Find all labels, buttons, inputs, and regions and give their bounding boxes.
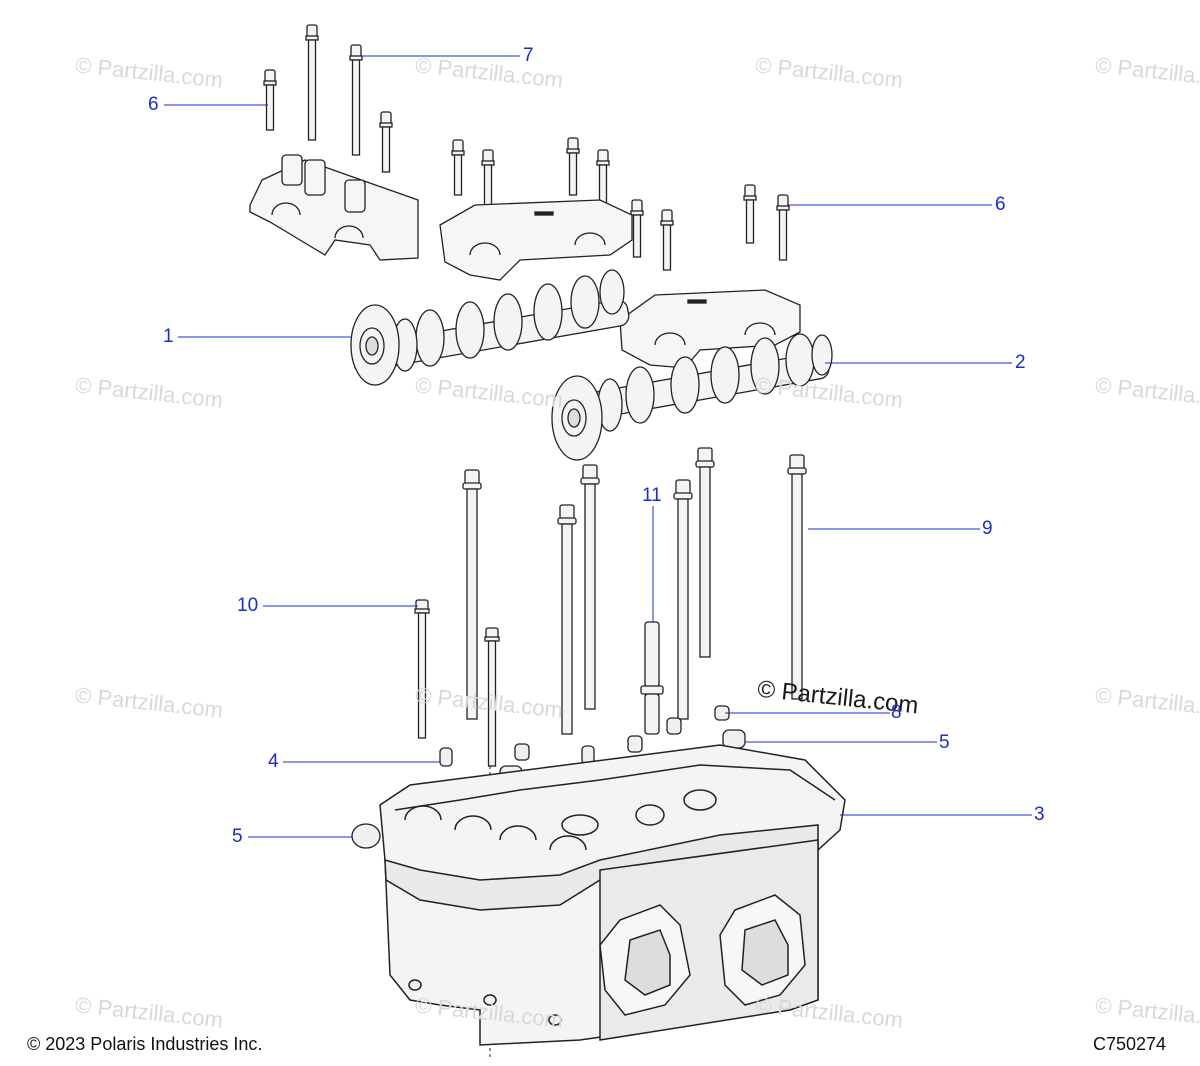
head-bolt [557, 504, 577, 735]
head-bolt [787, 454, 807, 700]
bolt [630, 199, 644, 258]
bolt [566, 137, 580, 196]
head-bolt [695, 447, 715, 658]
bolt [305, 24, 319, 141]
callout-label[interactable]: 11 [642, 485, 662, 506]
bolt [776, 194, 790, 261]
callout-label[interactable]: 6 [995, 194, 1006, 215]
dowels-and-seals [351, 705, 746, 849]
callout-label[interactable]: 6 [148, 94, 159, 115]
callout-label[interactable]: 5 [939, 732, 950, 753]
bolt [596, 149, 610, 211]
leader-lines [164, 55, 1032, 838]
cam-cap-middle [439, 199, 633, 281]
head-bolts [414, 447, 807, 767]
head-bolt [580, 464, 600, 710]
oil-fitting [640, 621, 664, 735]
cam-cap-left [249, 154, 419, 261]
callout-label[interactable]: 7 [523, 45, 534, 66]
bolt [379, 111, 393, 173]
bolt [660, 209, 674, 271]
callout-label[interactable]: 2 [1015, 352, 1026, 373]
callout-label[interactable]: 3 [1034, 804, 1045, 825]
bolt [349, 44, 363, 156]
callout-label[interactable]: 10 [237, 595, 259, 616]
callout-label[interactable]: 9 [982, 518, 993, 539]
diagram-code: C750274 [1093, 1034, 1167, 1054]
small-bolts [263, 24, 790, 271]
head-bolt-small [414, 599, 430, 739]
camshaft-1 [350, 269, 630, 386]
callout-label[interactable]: 4 [268, 751, 279, 772]
head-bolt-small [484, 627, 500, 767]
callout-label[interactable]: 5 [232, 826, 243, 847]
copyright-text: © 2023 Polaris Industries Inc. [27, 1034, 263, 1054]
head-bolt [462, 469, 482, 720]
bolt [743, 184, 757, 244]
cylinder-head [379, 744, 846, 1046]
camshaft-2 [551, 333, 833, 461]
bolt [481, 149, 495, 211]
callout-label[interactable]: 8 [891, 702, 902, 723]
bolt [451, 139, 465, 196]
callout-label[interactable]: 1 [163, 326, 174, 347]
head-bolt [673, 479, 693, 720]
bolt [263, 69, 277, 131]
